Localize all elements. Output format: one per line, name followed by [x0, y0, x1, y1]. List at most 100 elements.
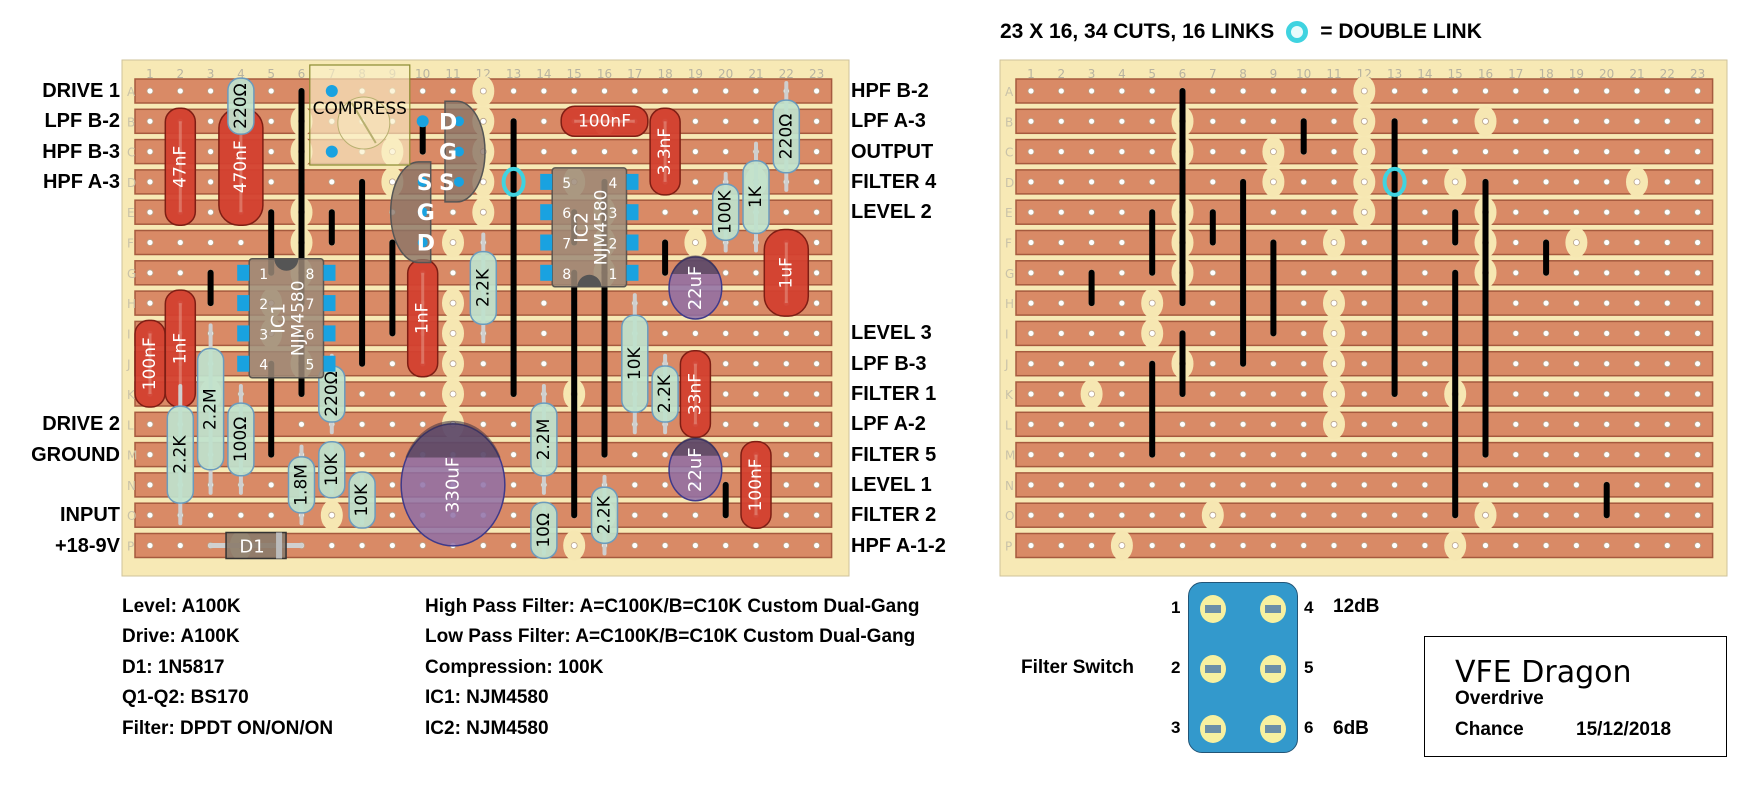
hole	[1542, 178, 1550, 186]
hole	[1663, 329, 1671, 337]
hole	[207, 178, 215, 186]
hole	[1542, 451, 1550, 459]
connection-label: LPF A-2	[851, 413, 926, 436]
column-number: 21	[748, 67, 763, 81]
hole	[1027, 87, 1035, 95]
connection-label: LPF B-2	[44, 110, 120, 133]
hole	[1603, 360, 1611, 368]
hole	[1360, 329, 1368, 337]
hole	[1300, 542, 1308, 549]
hole	[237, 511, 245, 519]
hole	[510, 451, 517, 459]
hole	[419, 87, 427, 95]
ic-notch	[274, 258, 299, 271]
hole	[1360, 542, 1368, 549]
transistor-body	[444, 100, 486, 203]
ic-pin	[626, 264, 639, 281]
hole	[176, 542, 184, 549]
hole	[1209, 299, 1217, 307]
resistor: 2.2M	[196, 323, 225, 495]
hole	[449, 269, 457, 277]
ic-pin-number: 4	[609, 176, 618, 192]
hole	[692, 329, 699, 337]
hole	[1512, 269, 1520, 277]
hole	[661, 299, 669, 307]
hole	[692, 117, 699, 125]
ic-pin-number: 2	[609, 237, 618, 253]
transistor-pin-label: D	[417, 232, 435, 257]
hole	[1209, 542, 1217, 549]
hole	[1057, 511, 1065, 519]
hole	[1512, 329, 1520, 337]
hole	[1542, 542, 1550, 549]
switch-lug	[1200, 655, 1226, 683]
hole	[813, 299, 820, 307]
hole	[1421, 208, 1429, 216]
hole	[813, 117, 820, 125]
resistor: 10K	[348, 471, 376, 529]
hole	[1027, 451, 1035, 459]
connection-label: FILTER 5	[851, 443, 937, 466]
hole	[358, 542, 366, 549]
double-link-icon	[1286, 21, 1309, 43]
hole	[1300, 269, 1308, 277]
hole	[1300, 329, 1308, 337]
component-side-board: 1234567891011121314151617181920212223ABC…	[121, 59, 850, 577]
hole	[692, 542, 699, 549]
column-number: 2	[176, 67, 184, 81]
row-letter: K	[127, 388, 136, 402]
hole	[1451, 148, 1459, 156]
hole	[1118, 420, 1126, 428]
resistor-body	[530, 402, 558, 477]
hole	[1421, 269, 1429, 277]
hole	[1663, 269, 1671, 277]
ic-pin	[540, 264, 553, 281]
column-number: 22	[1660, 67, 1675, 81]
hole	[1300, 390, 1308, 398]
column-number: 6	[1179, 67, 1187, 81]
resistor-body	[621, 314, 649, 413]
hole	[1300, 360, 1308, 368]
hole	[752, 299, 760, 307]
hole	[661, 208, 669, 216]
hole	[1603, 390, 1611, 398]
hole	[1270, 542, 1277, 549]
hole	[661, 542, 669, 549]
hole	[1573, 481, 1580, 489]
hole	[1148, 511, 1156, 519]
hole	[1118, 239, 1126, 246]
hole	[782, 451, 790, 459]
ic-pin-number: 5	[562, 176, 571, 192]
hole	[813, 329, 820, 337]
row-letter: L	[127, 418, 134, 432]
capacitor-value: 22uF	[685, 266, 706, 311]
connection-label: +18-9V	[54, 534, 120, 557]
hole	[1603, 420, 1611, 428]
hole	[1694, 117, 1701, 125]
transistor-pin	[417, 176, 428, 187]
hole	[1209, 390, 1217, 398]
hole	[1360, 420, 1368, 428]
row-letter: I	[1005, 327, 1009, 341]
hole	[1239, 390, 1247, 398]
transistor-pin-label: G	[417, 201, 435, 226]
hole	[722, 269, 730, 277]
row-letter: N	[1005, 479, 1014, 493]
hole	[1663, 148, 1671, 156]
hole	[1451, 178, 1459, 186]
hole	[1573, 390, 1580, 398]
hole	[1118, 329, 1126, 337]
copper-strip	[1015, 229, 1714, 256]
column-number: 20	[718, 67, 733, 81]
transistor-pin-label: G	[439, 141, 457, 166]
hole	[1118, 481, 1126, 489]
hole	[1088, 117, 1095, 125]
hole	[1057, 208, 1065, 216]
hole	[1057, 178, 1065, 186]
column-number: 13	[506, 67, 521, 81]
hole	[1088, 148, 1095, 156]
hole	[510, 542, 517, 549]
hole	[1239, 117, 1247, 125]
column-number: 11	[445, 67, 460, 81]
